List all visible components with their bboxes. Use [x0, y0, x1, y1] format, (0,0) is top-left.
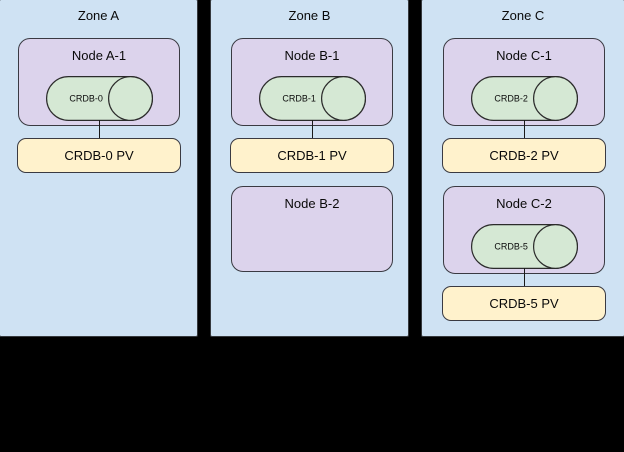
cylinder-shape-icon	[471, 224, 578, 269]
cylinder-shape-icon	[471, 76, 578, 121]
database-cylinder-crdb-1: CRDB-1	[259, 76, 366, 121]
node-b-2-title: Node B-2	[284, 196, 340, 211]
connector-node-c-1-to-crdb-2-pv	[524, 120, 525, 139]
pv-box-crdb-2: CRDB-2 PV	[442, 138, 606, 173]
node-c-2-title: Node C-2	[496, 196, 552, 211]
connector-node-a-1-to-crdb-0-pv	[99, 120, 100, 139]
pv-label-crdb-0: CRDB-0 PV	[64, 147, 134, 163]
node-a-1-title: Node A-1	[71, 48, 127, 63]
zone-c-title: Zone C	[501, 8, 545, 23]
database-cylinder-crdb-0: CRDB-0	[46, 76, 153, 121]
zone-a-title: Zone A	[77, 8, 120, 23]
pv-box-crdb-1: CRDB-1 PV	[230, 138, 394, 173]
database-cylinder-crdb-2: CRDB-2	[471, 76, 578, 121]
pv-label-crdb-1: CRDB-1 PV	[277, 147, 347, 163]
zone-b-title: Zone B	[288, 8, 331, 23]
connector-node-c-2-to-crdb-5-pv	[524, 268, 525, 287]
pv-box-crdb-5: CRDB-5 PV	[442, 286, 606, 321]
connector-node-b-1-to-crdb-1-pv	[312, 120, 313, 139]
cylinder-shape-icon	[46, 76, 153, 121]
node-c-1-title: Node C-1	[496, 48, 552, 63]
pv-label-crdb-5: CRDB-5 PV	[489, 295, 559, 311]
cylinder-shape-icon	[259, 76, 366, 121]
pv-box-crdb-0: CRDB-0 PV	[17, 138, 181, 173]
pv-label-crdb-2: CRDB-2 PV	[489, 147, 559, 163]
node-b-2-box: Node B-2	[231, 186, 393, 272]
node-b-1-title: Node B-1	[284, 48, 340, 63]
database-cylinder-crdb-5: CRDB-5	[471, 224, 578, 269]
